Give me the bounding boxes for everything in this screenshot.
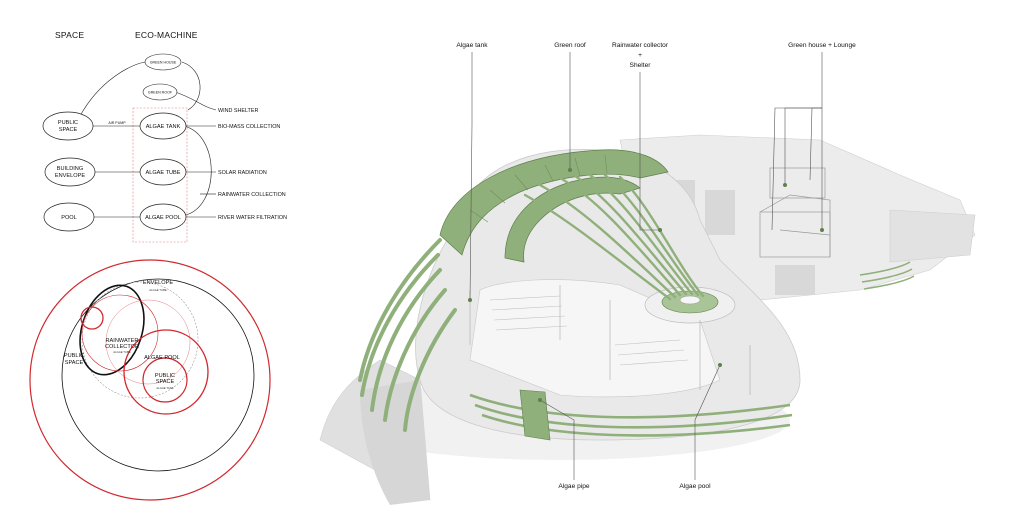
algae-pool-label: ALGAE POOL [145,215,181,221]
algae-tube-node [139,158,187,186]
venn-rainwater-1: RAINWATER [106,338,139,344]
building-model [319,134,976,505]
building-envelope-label-2: ENVELOPE [55,173,85,179]
green-roof-band-outer [439,149,669,256]
algae-pipes [523,173,705,301]
facade-bands [469,393,793,437]
callouts: Algae tank Green roof Rainwater collecto… [456,42,856,490]
venn-public-space-left-1: PUBLIC [64,353,84,359]
green-column [519,389,551,441]
venn-public-space-sub: ALGAE TANK [156,386,173,390]
algae-pool-node [139,203,187,231]
greenhouse-frames [759,167,831,258]
callout-algae-pool: Algae pool [679,483,711,490]
algae-tube-label: ALGAE TUBE [145,170,180,176]
tail-wedge-side [360,380,430,505]
fn-solar: SOLAR RADIATION [218,170,267,176]
roof-ribs [469,154,608,223]
venn-diagram: ENVELOPE ALGAE TUBE PUBLIC SPACE RAINWAT… [29,259,271,501]
venn-algae-pool: ALGAE POOL [144,355,180,361]
venn-rainwater-2: COLLECTOR [105,344,139,350]
fn-rainwater: RAINWATER COLLECTION [218,192,286,198]
rainwater-dashed-circle [81,281,199,399]
public-space-center-circle [142,357,188,403]
callout-algae-pipe: Algae pipe [558,483,589,490]
side-fins [358,238,457,432]
pool-label: POOL [61,215,77,221]
leader-lines [469,52,823,480]
callout-algae-tank: Algae tank [456,42,488,49]
green-house-label: GREEN HOUSE [150,61,177,65]
fn-river: RIVER WATER FILTRATION [218,215,287,221]
eco-machine-diagram: SPACE ECO-MACHINE PUBLIC SPACE BUILDING … [42,30,287,243]
venn-envelope-sub: ALGAE TUBE [149,288,167,292]
green-roof-node [142,83,178,101]
algae-tank-label: ALGAE TANK [146,124,181,130]
seating-steps [489,295,689,366]
venn-public-space-center-2: SPACE [156,379,175,385]
venn-envelope-label: ENVELOPE [143,280,173,286]
envelope-circle [29,259,271,501]
callout-rainwater-collector: Rainwater collector [612,42,669,49]
fn-wind-shelter: WIND SHELTER [218,108,258,114]
header-eco-machine: ECO-MACHINE [135,30,198,40]
callout-plus: + [638,52,642,59]
callout-shelter: Shelter [630,62,652,69]
right-pipes [859,261,915,290]
green-roof-label: GREEN ROOF [148,91,173,95]
callout-green-house-lounge: Green house + Lounge [788,42,856,49]
green-house-node [144,53,182,71]
header-space: SPACE [55,30,84,40]
fn-bio-mass: BIO-MASS COLLECTION [218,124,280,130]
pool-node [43,202,95,232]
venn-rainwater-sub: ALGAE TUBE [113,350,131,354]
eco-machine-box [132,107,188,243]
algae-pool-circle [123,329,209,415]
building-envelope-label-1: BUILDING [57,166,83,172]
public-space-node [42,111,94,141]
air-pump-label: AIR PUMP [108,121,126,125]
inner-black-circle [61,278,255,472]
public-space-label-1: PUBLIC [58,120,78,126]
small-red-circle [80,306,104,330]
building-envelope-node [44,157,96,187]
callout-green-roof: Green roof [554,42,586,49]
pool-core [679,295,701,305]
red-thin-circle-2 [105,299,191,385]
red-thin-circle-1 [81,294,159,372]
venn-public-space-center-1: PUBLIC [155,373,175,379]
public-space-label-2: SPACE [59,127,78,133]
leader-dots [468,168,824,402]
right-deck [889,209,976,263]
algae-tank-node [139,112,187,140]
venn-public-space-left-2: SPACE [65,360,84,366]
connector-lines [79,61,217,218]
